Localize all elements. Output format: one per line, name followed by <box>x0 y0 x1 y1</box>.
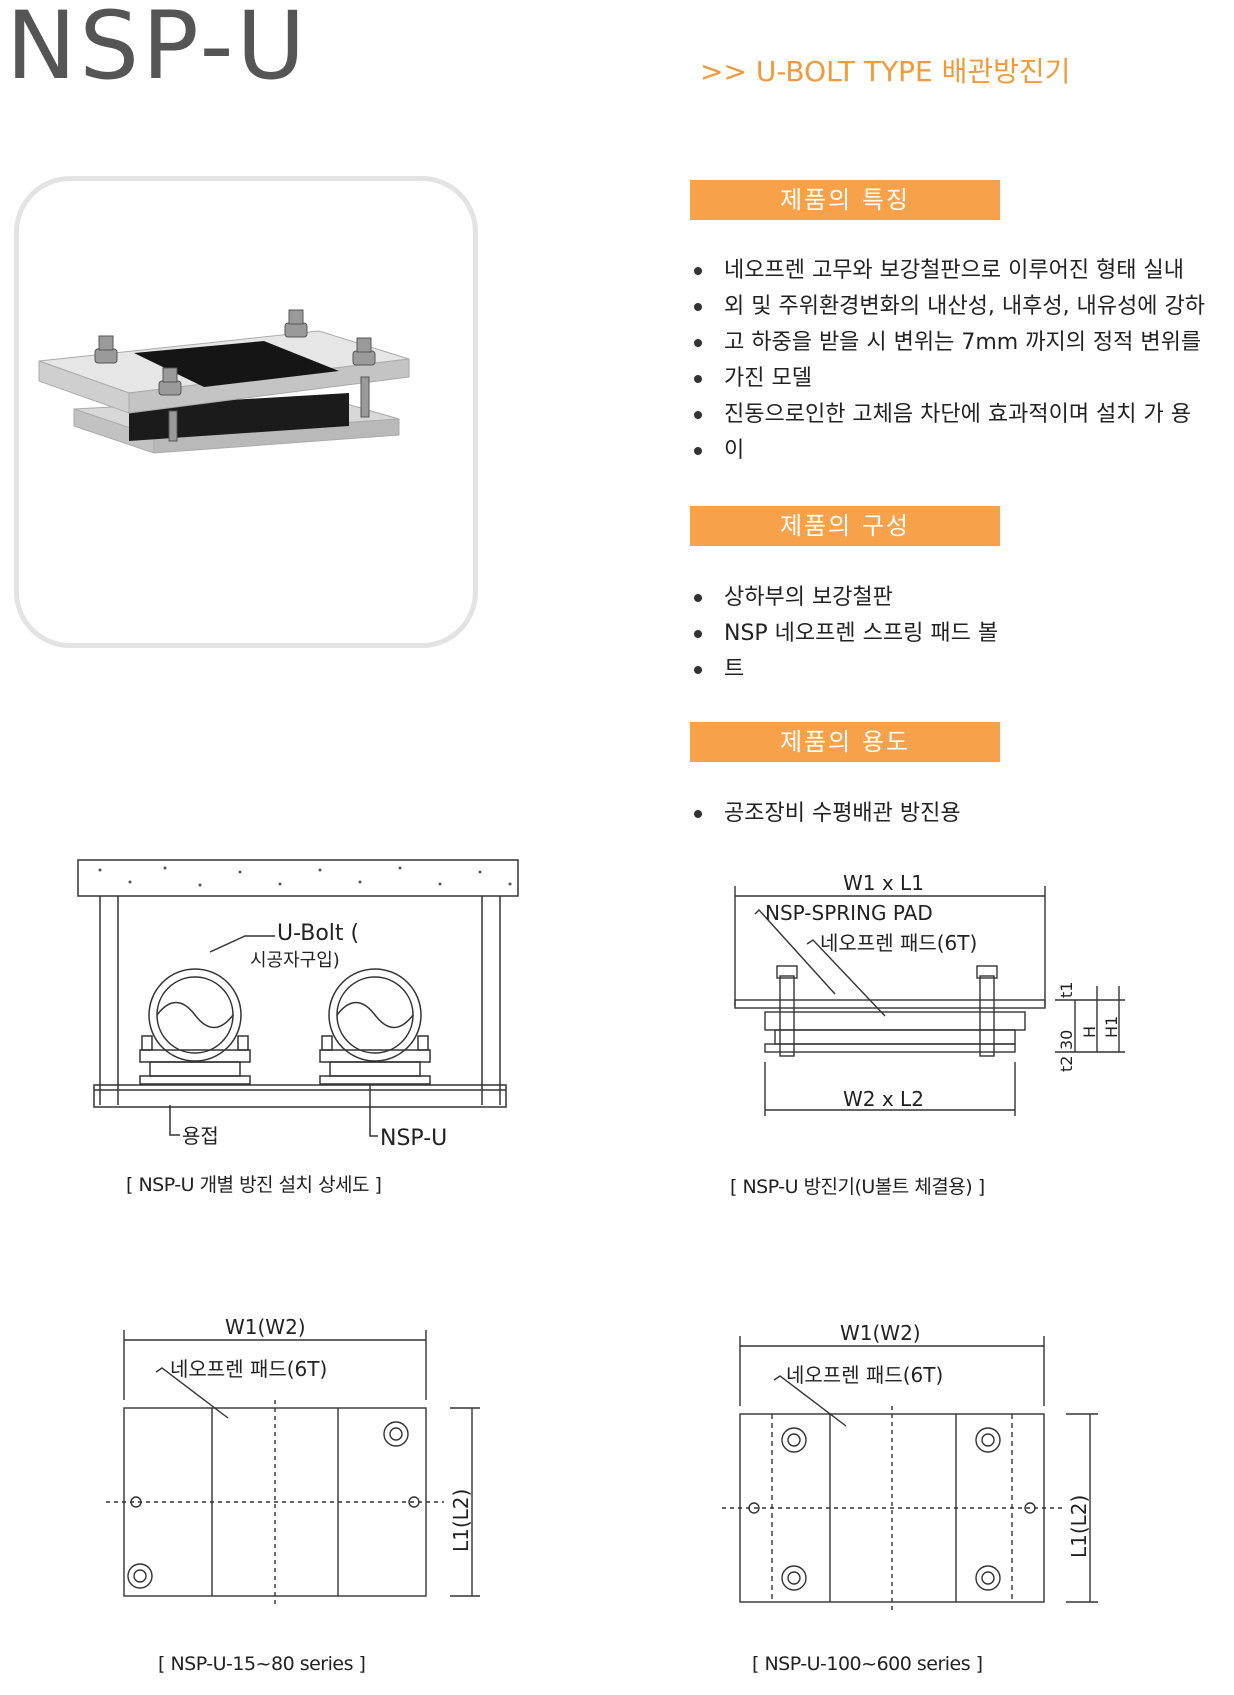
model-title: NSP-U <box>6 0 309 101</box>
spring-pad-label: NSP-SPRING PAD <box>765 901 933 925</box>
nspu-label: NSP-U <box>380 1126 447 1151</box>
neoprene-label: 네오프렌 패드(6T) <box>820 931 977 955</box>
w-label: W1(W2) <box>225 1315 306 1339</box>
list-item: 상하부의 보강철판 <box>690 580 1230 616</box>
l-label: L1(L2) <box>449 1489 473 1552</box>
upper-plate <box>734 999 1046 1009</box>
h-label: H <box>1080 1026 1099 1038</box>
subtitle-text: U-BOLT TYPE 배관방진기 <box>755 55 1071 88</box>
top-small-caption: [ NSP-U-15~80 series ] <box>158 1653 366 1675</box>
t1-label: t1 <box>1057 982 1076 998</box>
list-item: 트 <box>690 652 1230 688</box>
neoprene-pad <box>774 1029 1016 1045</box>
weld-label: 용접 <box>182 1124 219 1148</box>
product-photo-frame <box>14 176 478 648</box>
ubolt-left <box>148 968 242 1062</box>
dim-30-label: 30 <box>1057 1030 1076 1050</box>
usage-header: 제품의 용도 <box>690 722 1000 762</box>
features-list: 네오프렌 고무와 보강철판으로 이루어진 형태 실내 외 및 주위환경변화의 내… <box>690 253 1230 469</box>
ubolt-label: U-Bolt ( <box>277 921 359 946</box>
side-view-diagram: W1 x L1 NSP-SPRING PAD 네오프렌 패드(6T) W2 x … <box>734 871 1125 1116</box>
page-subtitle: >> U-BOLT TYPE 배관방진기 <box>700 50 1070 90</box>
usage-list: 공조장비 수평배관 방진용 <box>690 796 1230 832</box>
l-label: L1(L2) <box>1067 1495 1091 1558</box>
top-large-caption: [ NSP-U-100~600 series ] <box>752 1653 983 1675</box>
list-item: 고 하중을 받을 시 변위는 7mm 까지의 정적 변위를 <box>690 325 1230 361</box>
t2-label: t2 <box>1057 1056 1076 1072</box>
ubolt-right <box>328 968 422 1062</box>
list-item: 이 <box>690 433 1230 469</box>
top-view-small: W1(W2) 네오프렌 패드(6T) L1(L2) <box>106 1315 480 1606</box>
list-item: 가진 모델 <box>690 361 1230 397</box>
ceiling-slab <box>77 859 519 897</box>
product-photo <box>38 309 410 454</box>
install-caption: [ NSP-U 개별 방진 설치 상세도 ] <box>126 1174 382 1196</box>
side-view-caption: [ NSP-U 방진기(U볼트 체결용) ] <box>730 1176 985 1198</box>
list-item: 외 및 주위환경변화의 내산성, 내후성, 내유성에 강하 <box>690 289 1230 325</box>
composition-list: 상하부의 보강철판 NSP 네오프렌 스프링 패드 볼 트 <box>690 580 1230 688</box>
list-item: NSP 네오프렌 스프링 패드 볼 <box>690 616 1230 652</box>
subtitle-marker: >> <box>700 55 747 88</box>
h1-label: H1 <box>1102 1016 1121 1038</box>
neoprene-label: 네오프렌 패드(6T) <box>786 1363 943 1387</box>
support-beam <box>93 1084 507 1108</box>
features-header: 제품의 특징 <box>690 180 1000 220</box>
ubolt-label-2: 시공자구입) <box>250 950 340 971</box>
list-item: 진동으로인한 고체음 차단에 효과적이며 설치 가 용 <box>690 397 1230 433</box>
neoprene-label: 네오프렌 패드(6T) <box>170 1357 327 1381</box>
w1l1-label: W1 x L1 <box>843 871 924 895</box>
spring-pad <box>764 1011 1026 1031</box>
w-label: W1(W2) <box>840 1321 921 1345</box>
install-diagram: U-Bolt ( 시공자구입) 용접 NSP-U <box>77 859 519 1151</box>
top-view-large: W1(W2) 네오프렌 패드(6T) L1(L2) <box>722 1321 1098 1612</box>
list-item: 네오프렌 고무와 보강철판으로 이루어진 형태 실내 <box>690 253 1230 289</box>
lower-plate <box>764 1043 1016 1053</box>
composition-header: 제품의 구성 <box>690 506 1000 546</box>
w2l2-label: W2 x L2 <box>843 1087 924 1111</box>
list-item: 공조장비 수평배관 방진용 <box>690 796 1230 832</box>
